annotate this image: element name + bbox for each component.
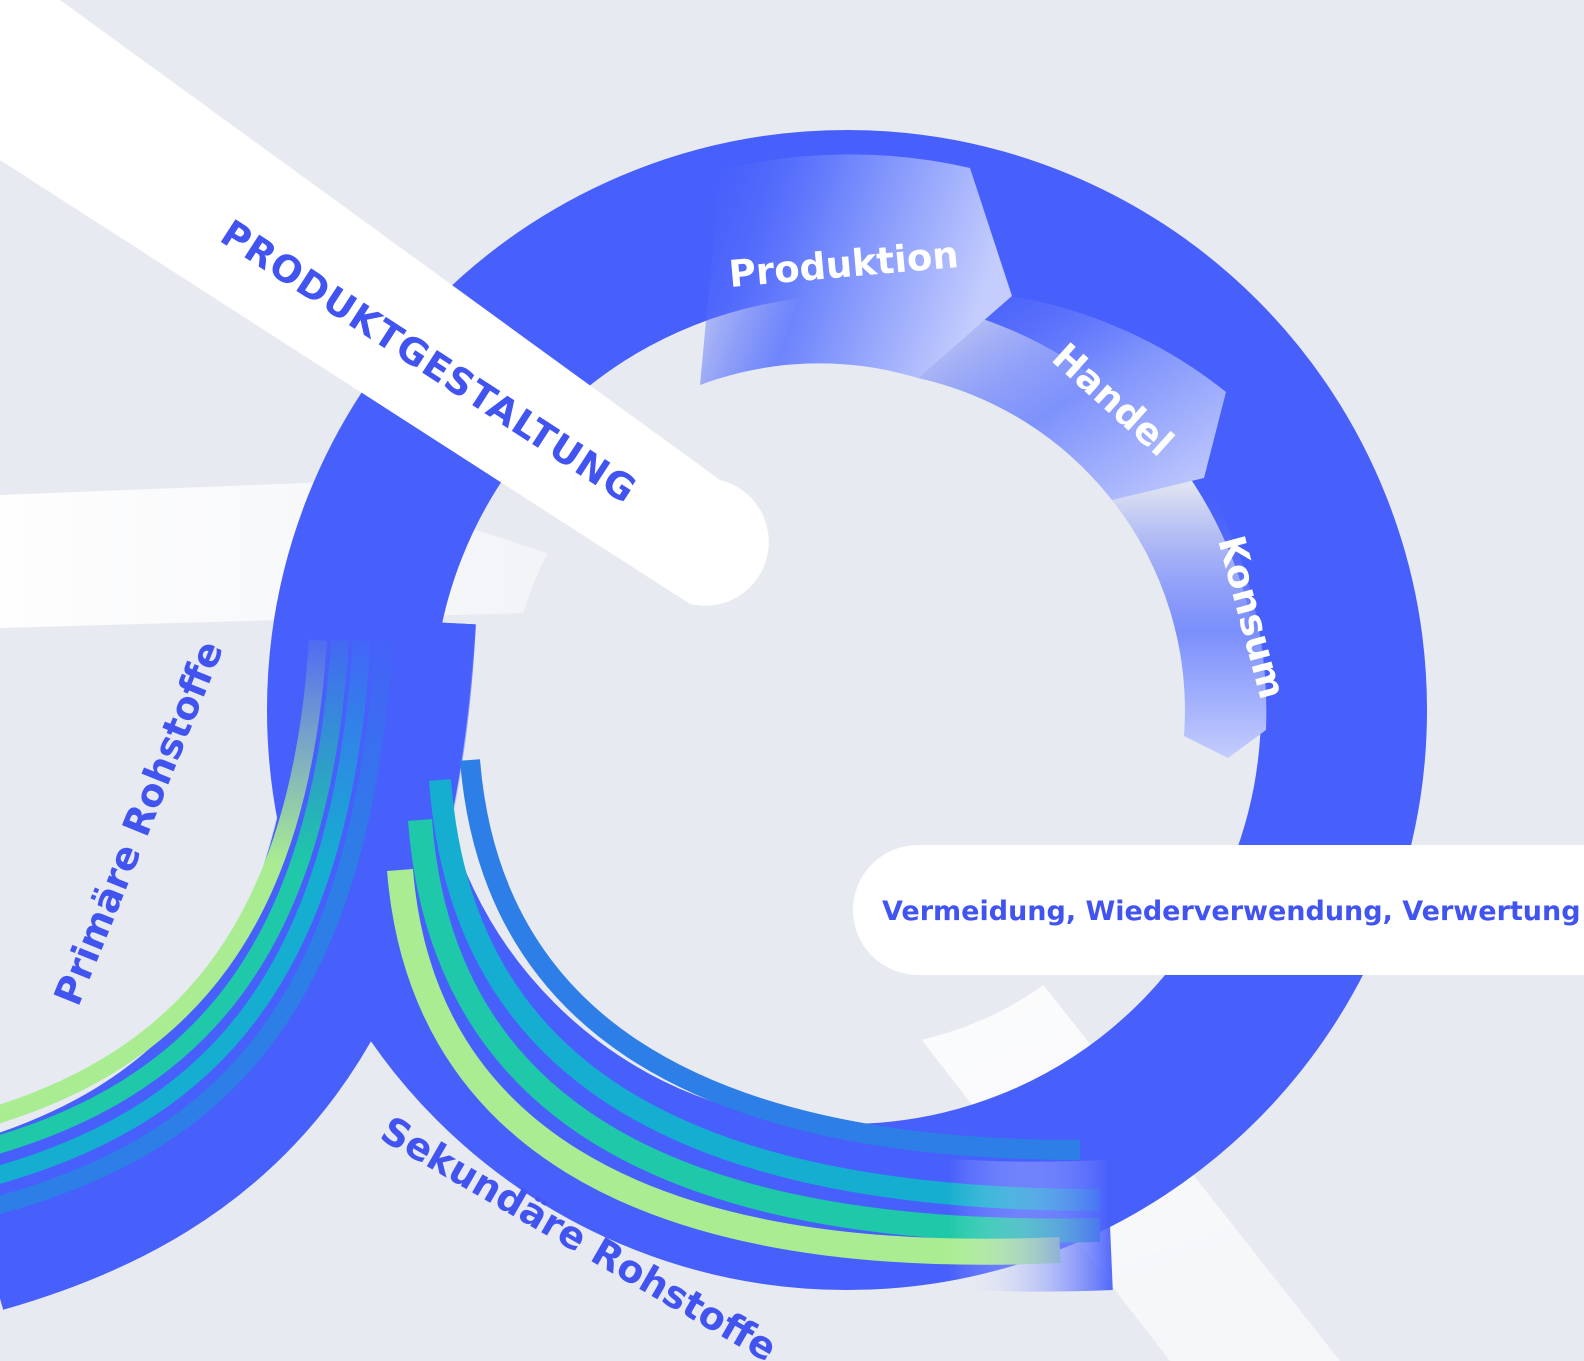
arrow-handel	[918, 296, 1226, 500]
primary-raw-material-streams	[0, 615, 476, 1311]
waste-hierarchy-pill	[853, 845, 1584, 975]
product-design-bar	[0, 0, 769, 606]
arrow-konsum	[1112, 478, 1267, 758]
primary-raw-materials-label: Primäre Rohstoffe	[46, 635, 232, 1012]
arrow-produktion	[700, 154, 1012, 385]
secondary-raw-material-streams	[387, 759, 1113, 1292]
secondary-stream-blue	[460, 759, 1081, 1160]
waste-hierarchy-label: Vermeidung, Wiederverwendung, Verwertung	[882, 896, 1581, 927]
